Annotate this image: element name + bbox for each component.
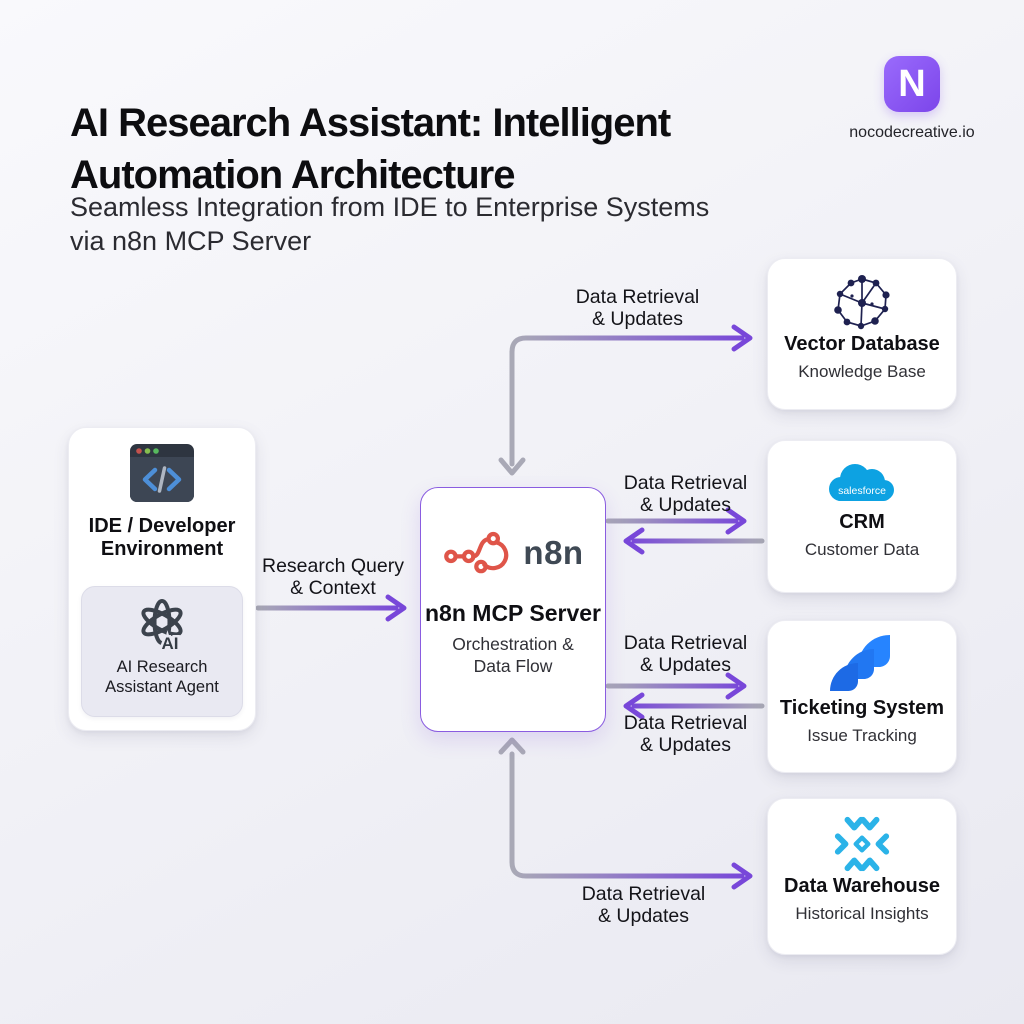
arrow-warehouse (498, 737, 753, 890)
page-title: AI Research Assistant: Intelligent Autom… (70, 97, 830, 201)
brand-logo-letter: N (898, 63, 926, 105)
node-ai-agent: AI AI Research Assistant Agent (81, 586, 243, 717)
edge-label-crm: Data Retrieval & Updates (623, 472, 748, 516)
edge-label-vector-db: Data Retrieval & Updates (575, 286, 700, 330)
salesforce-cloud-icon: salesforce (829, 464, 894, 501)
openai-knot-icon: AI (141, 599, 183, 655)
node-mcp-title: n8n MCP Server (425, 600, 601, 626)
brand-site-text: nocodecreative.io (849, 124, 975, 141)
node-ai-agent-label: AI Research Assistant Agent (105, 658, 219, 696)
node-crm-subtitle: Customer Data (804, 540, 920, 559)
edge-label-research-query: Research Query & Context (262, 555, 404, 599)
arrow-research-query (255, 594, 407, 622)
arrow-ticketing-in (623, 692, 765, 720)
node-crm-title: CRM (839, 511, 885, 533)
node-ide: IDE / Developer Environment AI AI Resear… (68, 427, 256, 731)
page-subtitle-line2: via n8n MCP Server (70, 226, 312, 256)
arrow-crm-out (605, 507, 747, 535)
n8n-logo-text: n8n (523, 534, 584, 571)
node-ticketing-title: Ticketing System (779, 697, 945, 719)
n8n-logo-icon (444, 531, 509, 574)
edge-label-ticketing-top: Data Retrieval & Updates (623, 632, 748, 676)
nocodecreative-logo-icon: N (884, 56, 940, 112)
edge-label-warehouse: Data Retrieval & Updates (581, 883, 706, 927)
node-mcp-subtitle: Orchestration & Data Flow (452, 634, 574, 676)
node-ide-title: IDE / Developer Environment (88, 515, 236, 560)
arrow-vector-db (498, 324, 753, 476)
page-subtitle: Seamless Integration from IDE to Enterpr… (70, 190, 810, 258)
node-crm: salesforce CRM Customer Data (767, 440, 957, 593)
page-title-line2: Automation Architecture (70, 152, 515, 197)
page-title-line1: AI Research Assistant: Intelligent (70, 100, 671, 145)
node-ticketing-subtitle: Issue Tracking (807, 726, 917, 745)
edge-label-ticketing-bottom: Data Retrieval & Updates (623, 712, 748, 756)
node-warehouse-title: Data Warehouse (784, 875, 940, 897)
node-vector-db-subtitle: Knowledge Base (798, 362, 926, 381)
node-ticketing: Ticketing System Issue Tracking (767, 620, 957, 773)
node-vector-db-title: Vector Database (784, 333, 940, 355)
node-warehouse-subtitle: Historical Insights (795, 904, 929, 923)
brand-logo: N nocodecreative.io (832, 56, 992, 142)
network-graph-icon (834, 275, 890, 330)
page-subtitle-line1: Seamless Integration from IDE to Enterpr… (70, 192, 710, 222)
node-mcp-server: n8n n8n MCP Server Orchestration & Data … (420, 487, 606, 732)
ai-icon-label: AI (162, 634, 179, 653)
arrow-ticketing-out (605, 672, 747, 700)
arrow-crm-in (623, 527, 765, 555)
node-vector-db: Vector Database Knowledge Base (767, 258, 957, 410)
jira-icon (830, 635, 890, 691)
snowflake-icon (834, 816, 890, 872)
n8n-logo: n8n (442, 530, 583, 576)
code-editor-icon (130, 444, 194, 502)
salesforce-icon-label: salesforce (838, 485, 886, 497)
node-warehouse: Data Warehouse Historical Insights (767, 798, 957, 955)
